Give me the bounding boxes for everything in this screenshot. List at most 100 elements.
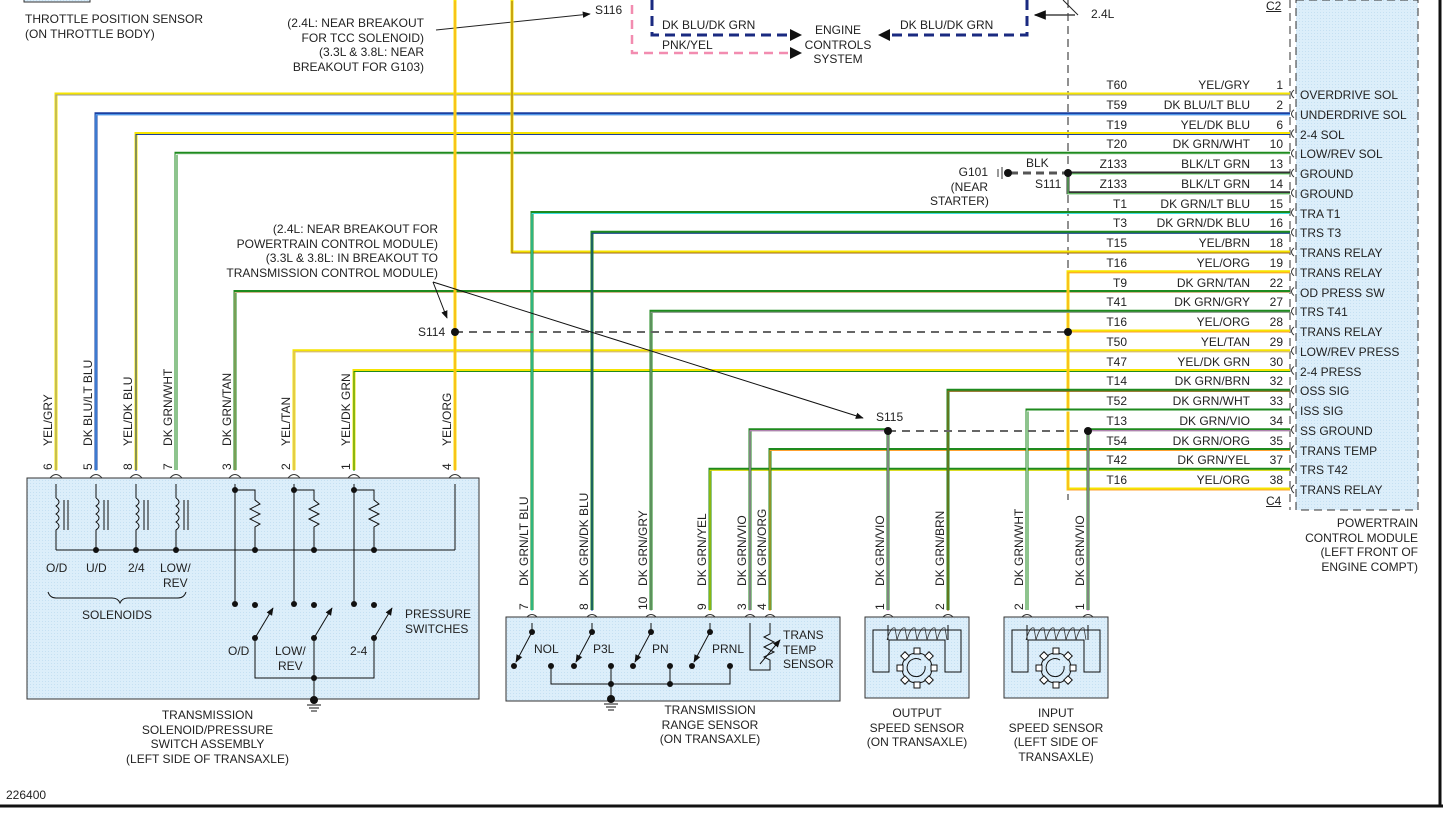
input-speed-sensor-tooth-icon — [1063, 651, 1073, 661]
pcm-row-circuit: T1 — [1112, 196, 1127, 211]
pcm-row-circuit: T20 — [1106, 137, 1127, 152]
pcm-row-color: DK GRN/ORG — [1172, 433, 1250, 448]
pcm-row-circuit: T41 — [1106, 295, 1127, 310]
title-line: SPEED SENSOR — [869, 720, 965, 735]
ecs-line: ENGINE — [814, 23, 861, 37]
s116-note-line: (2.4L: NEAR BREAKOUT — [287, 16, 424, 30]
pin-number: 8 — [121, 463, 135, 470]
thermistor-arrow-icon — [759, 639, 781, 665]
pcm-row-circuit: T52 — [1106, 394, 1127, 408]
pcm-pin-terminal — [1291, 89, 1295, 99]
range-switch-label: P3L — [593, 642, 615, 656]
pcm-row-pin: 35 — [1269, 433, 1283, 448]
wire-rs-pin-8-stripe — [591, 232, 1290, 611]
range-switch-blade-icon — [515, 631, 533, 663]
pcm-row-name: LOW/REV SOL — [1300, 147, 1383, 162]
pcm-row-pin: 19 — [1269, 255, 1283, 270]
switch-contact — [351, 601, 357, 607]
solenoid-label: LOW/ REV — [160, 561, 191, 590]
pcm-row-pin: 15 — [1269, 196, 1283, 211]
output-speed-sensor-tooth-icon — [900, 675, 910, 685]
pcm-pin-terminal — [1291, 405, 1295, 415]
junction-dot — [608, 681, 614, 687]
pcm-pin-terminal — [1291, 208, 1295, 217]
wire-z133-14-stripe — [1067, 174, 1290, 195]
wire-sol-pin-1-stripe — [353, 371, 1290, 471]
solenoid-label: U/D — [86, 561, 107, 575]
solenoid-label: 2/4 — [128, 561, 145, 575]
s115-leader-arrow — [432, 281, 864, 419]
output-speed-sensor-tooth-icon — [913, 681, 921, 689]
pcm-row-color: YEL/TAN — [1200, 334, 1250, 349]
connector-terminal — [169, 474, 183, 479]
wire-dk-blu-dk-grn-right — [890, 0, 1029, 37]
pcm-row-name: TRANS RELAY — [1300, 325, 1383, 339]
wire-color-label: DK GRN/WHT — [1012, 508, 1026, 586]
title-line: (LEFT SIDE OF TRANSAXLE) — [126, 751, 289, 766]
s115-dot — [884, 427, 892, 435]
pcm-row-color: DK GRN/WHT — [1172, 137, 1250, 152]
switch-contact — [689, 663, 695, 669]
pin-number: 5 — [81, 463, 95, 470]
output-speed-sensor-rotation-icon — [906, 658, 926, 678]
pcm-row-pin: 14 — [1269, 176, 1283, 191]
wire-rs-pin-9-stripe — [709, 469, 1290, 611]
wire-color-label: DK BLU/LT BLU — [81, 359, 95, 446]
pressure-switch-blade-icon — [254, 607, 274, 639]
note-2-4l-leader — [1062, 0, 1079, 16]
input-speed-sensor-core-icon — [1011, 629, 1101, 673]
connector-terminal — [347, 474, 361, 479]
pcm-row-pin: 33 — [1269, 394, 1283, 408]
ground-icon — [307, 704, 321, 712]
connector-terminal — [228, 474, 242, 479]
s114-note-line: (3.3L & 3.8L: IN BREAKOUT TO — [265, 251, 438, 265]
pcm-row-name: UNDERDRIVE SOL — [1300, 107, 1407, 122]
pcm-row-circuit: T14 — [1106, 374, 1127, 389]
input-speed-sensor-tooth-icon — [1063, 675, 1073, 685]
pcm-row-name: OVERDRIVE SOL — [1300, 88, 1399, 102]
tps-label-line1: THROTTLE POSITION SENSOR — [25, 12, 204, 26]
pressure-switch-label: O/D — [228, 644, 250, 658]
pcm-row-circuit: T60 — [1106, 78, 1127, 92]
pcm-row-name: TRANS TEMP — [1300, 443, 1378, 458]
junction-dot — [311, 675, 317, 681]
output-speed-sensor-tooth-icon — [930, 664, 938, 672]
s114-note-line: TRANSMISSION CONTROL MODULE) — [226, 265, 438, 280]
pcm-pin-terminal — [1291, 188, 1295, 198]
pcm-row-pin: 32 — [1269, 374, 1283, 389]
solenoid-assembly-box — [26, 477, 480, 700]
pin-number: 3 — [220, 463, 234, 470]
wire-color-label: DK GRN/BRN — [933, 510, 947, 586]
g101-note: STARTER) — [930, 194, 989, 208]
s114-note-line: (2.4L: NEAR BREAKOUT FOR — [272, 222, 438, 236]
wire-color-label: DK GRN/YEL — [695, 513, 709, 586]
switch-contact — [630, 663, 636, 669]
s114-leader-arrow — [432, 281, 448, 319]
switch-contact — [291, 601, 297, 607]
pcm-row-name: TRS T3 — [1300, 226, 1342, 241]
pcm-title-line: CONTROL MODULE — [1305, 530, 1418, 545]
wire-color-label: YEL/DK GRN — [339, 373, 353, 446]
pcm-row-name: OD PRESS SW — [1300, 285, 1385, 300]
pin-number: 7 — [517, 603, 531, 610]
pcm-pin-terminal — [1291, 425, 1295, 435]
input-speed-sensor-coil-icon — [1025, 627, 1087, 641]
switch-contact — [252, 602, 258, 608]
pcm-connector-c4: C4 — [1266, 494, 1282, 508]
s111-dot — [1064, 169, 1072, 177]
pcm-row-circuit: T9 — [1112, 275, 1127, 290]
junction-dot — [351, 487, 357, 493]
pcm-pin-terminal — [1291, 247, 1295, 257]
input-speed-sensor-tooth-icon — [1035, 664, 1043, 672]
pcm-pin-terminal — [1291, 445, 1295, 454]
pcm-row-color: DK GRN/GRY — [1174, 295, 1250, 310]
wire-t16-trans-relay-stripe — [1067, 272, 1290, 491]
connector-terminal — [49, 474, 63, 479]
pcm-pin-terminal — [1291, 267, 1295, 277]
pcm-pin-terminal — [1291, 464, 1295, 474]
ecs-wire-label-bottom: PNK/YEL — [662, 38, 713, 52]
pcm-title-line: POWERTRAIN — [1336, 516, 1418, 530]
